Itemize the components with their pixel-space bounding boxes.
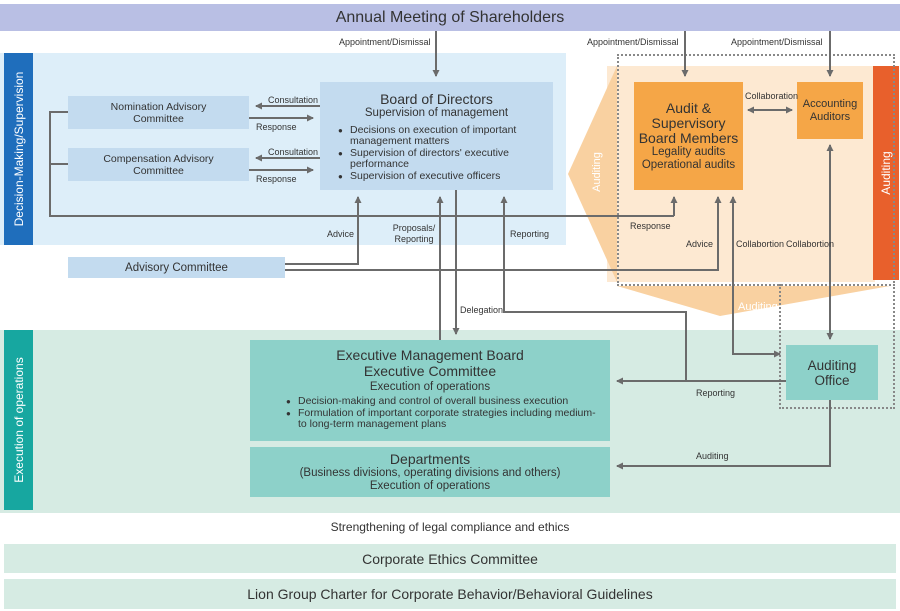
label-collaboration: Collaboration: [745, 91, 799, 101]
advisory-committee-label: Advisory Committee: [125, 261, 228, 274]
advisory-committee-box: Advisory Committee: [68, 257, 285, 278]
ethics-committee-label: Corporate Ethics Committee: [362, 550, 538, 567]
auditing-triangle-bottom-label: Auditing: [738, 301, 778, 313]
label-delegation: Delegation: [460, 305, 504, 315]
execution-side-bar: [4, 330, 33, 510]
exec-board-bullet: Decision-making and control of overall b…: [286, 396, 602, 408]
departments-title: Departments: [389, 450, 471, 467]
label-consultation-2: Consultation: [268, 147, 319, 157]
label-collab-1: Collabortion: [736, 239, 785, 249]
nomination-committee-label: Nomination Advisory Committee: [110, 100, 207, 125]
charter-bar: Lion Group Charter for Corporate Behavio…: [4, 579, 896, 609]
label-response-2: Response: [256, 174, 297, 184]
auditing-office-box: Auditing Office: [786, 345, 878, 400]
auditing-office-label: Auditing Office: [807, 357, 857, 388]
accounting-auditors-box: Accounting Auditors: [797, 82, 863, 139]
departments-box: Departments (Business divisions, operati…: [250, 447, 610, 497]
shareholders-meeting-label: Annual Meeting of Shareholders: [335, 8, 565, 26]
decision-side-bar: [4, 53, 33, 245]
board-bullet: Decisions on execution of important mana…: [338, 125, 545, 147]
label-appointment-1: Appointment/Dismissal: [339, 37, 431, 47]
ethics-committee-bar: Corporate Ethics Committee: [4, 544, 896, 573]
board-bullet: Supervision of directors' executive perf…: [338, 148, 545, 170]
board-bullets: Decisions on execution of important mana…: [338, 125, 545, 183]
label-proposals: Proposals/ Reporting: [392, 223, 436, 244]
compensation-committee-box: Compensation Advisory Committee: [68, 148, 249, 181]
label-reporting-office: Reporting: [696, 388, 736, 398]
label-collab-2: Collabortion: [786, 239, 835, 249]
label-advice-audit: Advice: [686, 239, 714, 249]
departments-line: Execution of operations: [369, 479, 491, 492]
exec-board-subtitle: Execution of operations: [369, 381, 491, 393]
label-appointment-2: Appointment/Dismissal: [587, 37, 679, 47]
board-of-directors-box: Board of Directors Supervision of manage…: [320, 82, 553, 190]
exec-board-title: Executive Management Board: [336, 347, 524, 363]
label-auditing-departments: Auditing: [696, 451, 729, 461]
label-reporting-board: Reporting: [510, 229, 550, 239]
label-appointment-3: Appointment/Dismissal: [731, 37, 823, 47]
board-bullet: Supervision of executive officers: [338, 171, 545, 183]
audit-board-line: Operational audits: [641, 158, 736, 171]
label-response-1: Response: [256, 122, 297, 132]
exec-board-bullet: Formulation of important corporate strat…: [286, 408, 602, 430]
charter-label: Lion Group Charter for Corporate Behavio…: [247, 586, 653, 602]
executive-board-box: Executive Management Board Executive Com…: [250, 340, 610, 441]
strengthening-text: Strengthening of legal compliance and et…: [330, 520, 570, 534]
label-advice-left: Advice: [327, 229, 355, 239]
compensation-committee-label: Compensation Advisory Committee: [103, 152, 214, 177]
exec-committee-title: Executive Committee: [363, 363, 497, 379]
execution-side-label: Execution of operations: [12, 357, 26, 483]
accounting-auditors-label: Accounting Auditors: [802, 97, 858, 123]
shareholders-meeting-bar: Annual Meeting of Shareholders: [0, 4, 900, 31]
label-consultation-1: Consultation: [268, 95, 319, 105]
audit-board-line: Legality audits: [651, 145, 726, 158]
decision-side-label: Decision-Making/Supervision: [12, 71, 26, 227]
audit-board-title: Audit & Supervisory Board Members: [638, 99, 739, 146]
audit-board-box: Audit & Supervisory Board Members Legali…: [634, 82, 743, 190]
departments-line: (Business divisions, operating divisions…: [299, 466, 561, 479]
label-response-audit: Response: [630, 221, 671, 231]
board-title: Board of Directors: [380, 91, 493, 107]
auditing-triangle-left-label: Auditing: [591, 152, 603, 192]
exec-board-bullets: Decision-making and control of overall b…: [286, 396, 602, 430]
nomination-committee-box: Nomination Advisory Committee: [68, 96, 249, 129]
board-subtitle: Supervision of management: [364, 107, 509, 119]
auditing-office-dotted-boundary: [779, 284, 895, 409]
